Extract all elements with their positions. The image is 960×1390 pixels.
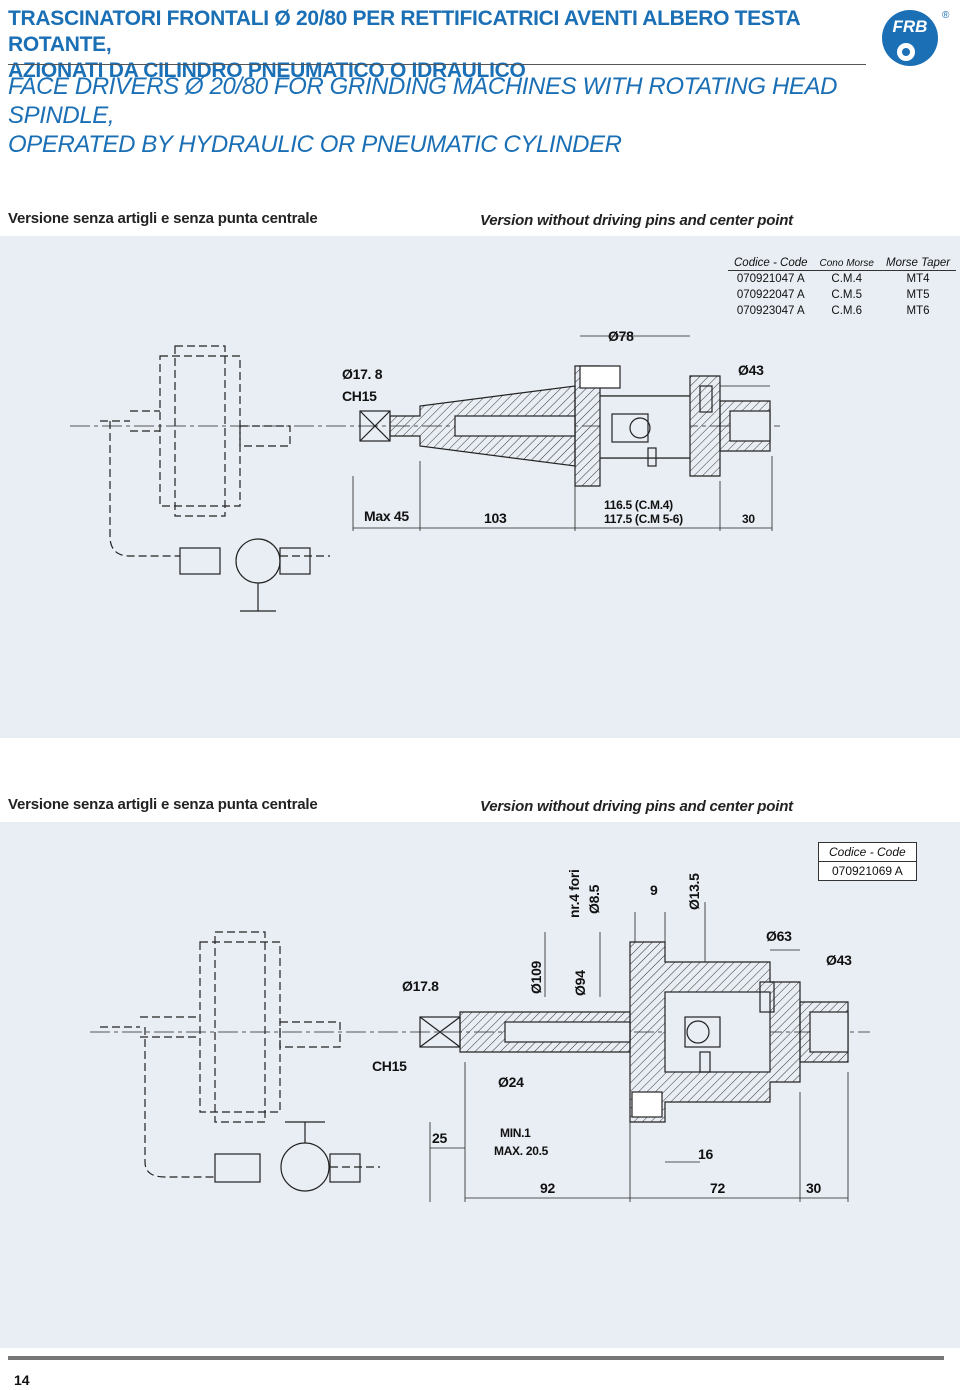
title-english-line1: FACE DRIVERS Ø 20/80 FOR GRINDING MACHIN… xyxy=(8,73,838,129)
dim-max205: MAX. 20.5 xyxy=(494,1144,548,1158)
dim-25: 25 xyxy=(432,1130,447,1146)
dim-d109: Ø109 xyxy=(528,960,544,994)
dim-72: 72 xyxy=(710,1180,725,1196)
dim-min1: MIN.1 xyxy=(500,1126,531,1140)
drawing-panel-2: Codice - Code 070921069 A nr.4 fori Ø8.5… xyxy=(0,822,960,1348)
dim-30-b: 30 xyxy=(806,1180,821,1196)
section1-label-en: Version without driving pins and center … xyxy=(480,212,793,229)
dim-9: 9 xyxy=(650,882,658,898)
dim-d78: Ø78 xyxy=(608,328,634,344)
page-number: 14 xyxy=(14,1372,30,1388)
table-cell: 070923047 A xyxy=(736,305,805,317)
section1-label-it: Versione senza artigli e senza punta cen… xyxy=(8,210,318,227)
dim-103: 103 xyxy=(484,510,507,526)
frb-logo: FRB ® xyxy=(876,6,950,68)
dim-d63: Ø63 xyxy=(766,928,792,944)
table-row: 070921047 A C.M.4 MT4 xyxy=(728,271,956,288)
dim-holes: nr.4 fori xyxy=(566,869,582,918)
table-row: 070922047 A C.M.5 MT5 xyxy=(728,287,956,303)
morse-taper-col-header: Morse Taper xyxy=(879,256,957,271)
table-cell: MT6 xyxy=(906,305,930,317)
dim-d85: Ø8.5 xyxy=(586,884,602,914)
drawing-panel-1: Codice - Code Cono Morse Morse Taper 070… xyxy=(0,236,960,738)
table-cell: 070922047 A xyxy=(736,289,805,301)
title-italian-line1: TRASCINATORI FRONTALI Ø 20/80 PER RETTIF… xyxy=(8,7,800,56)
title-divider xyxy=(8,64,866,65)
table-row: 070923047 A C.M.6 MT6 xyxy=(728,303,956,319)
section2-label-it: Versione senza artigli e senza punta cen… xyxy=(8,796,318,813)
dim-16: 16 xyxy=(698,1146,713,1162)
morse-cone-col-header: Cono Morse xyxy=(813,256,880,271)
dim-d17: Ø17. 8 xyxy=(342,366,383,382)
dim-ch15: CH15 xyxy=(342,388,377,404)
dim-max45: Max 45 xyxy=(364,508,409,524)
code-box-2: Codice - Code 070921069 A xyxy=(818,842,917,881)
title-english-line2: OPERATED BY HYDRAULIC OR PNEUMATIC CYLIN… xyxy=(8,131,622,158)
code-box-value: 070921069 A xyxy=(831,864,903,878)
code-box-header: Codice - Code xyxy=(819,843,916,862)
table-cell: C.M.6 xyxy=(831,305,863,317)
table-cell: MT4 xyxy=(906,273,930,285)
code-col-header: Codice - Code xyxy=(728,256,814,271)
dim-d24: Ø24 xyxy=(498,1074,524,1090)
dim-ch15-b: CH15 xyxy=(372,1058,407,1074)
dim-d94: Ø94 xyxy=(572,970,588,996)
dim-d43-b: Ø43 xyxy=(826,952,852,968)
technical-drawing-2 xyxy=(90,902,870,1202)
table-cell: C.M.4 xyxy=(831,273,863,285)
dim-92: 92 xyxy=(540,1180,555,1196)
footer-divider xyxy=(8,1356,944,1360)
title-english: FACE DRIVERS Ø 20/80 FOR GRINDING MACHIN… xyxy=(8,72,858,159)
dim-116: 116.5 (C.M.4) xyxy=(604,498,673,512)
dim-d17-b: Ø17.8 xyxy=(402,978,439,994)
code-table-1: Codice - Code Cono Morse Morse Taper 070… xyxy=(728,256,957,319)
dim-d135: Ø13.5 xyxy=(686,873,702,910)
table-cell: MT5 xyxy=(906,289,930,301)
dim-d43: Ø43 xyxy=(738,362,764,378)
section2-label-en: Version without driving pins and center … xyxy=(480,798,793,815)
table-cell: 070921047 A xyxy=(736,273,805,285)
code-table-header: Codice - Code Cono Morse Morse Taper xyxy=(728,256,957,271)
table-cell: C.M.5 xyxy=(831,289,863,301)
dim-30: 30 xyxy=(742,512,755,526)
registered-mark: ® xyxy=(942,10,950,21)
logo-text: FRB xyxy=(893,17,928,36)
dim-117: 117.5 (C.M 5-6) xyxy=(604,512,683,526)
technical-drawing-1 xyxy=(70,335,780,612)
